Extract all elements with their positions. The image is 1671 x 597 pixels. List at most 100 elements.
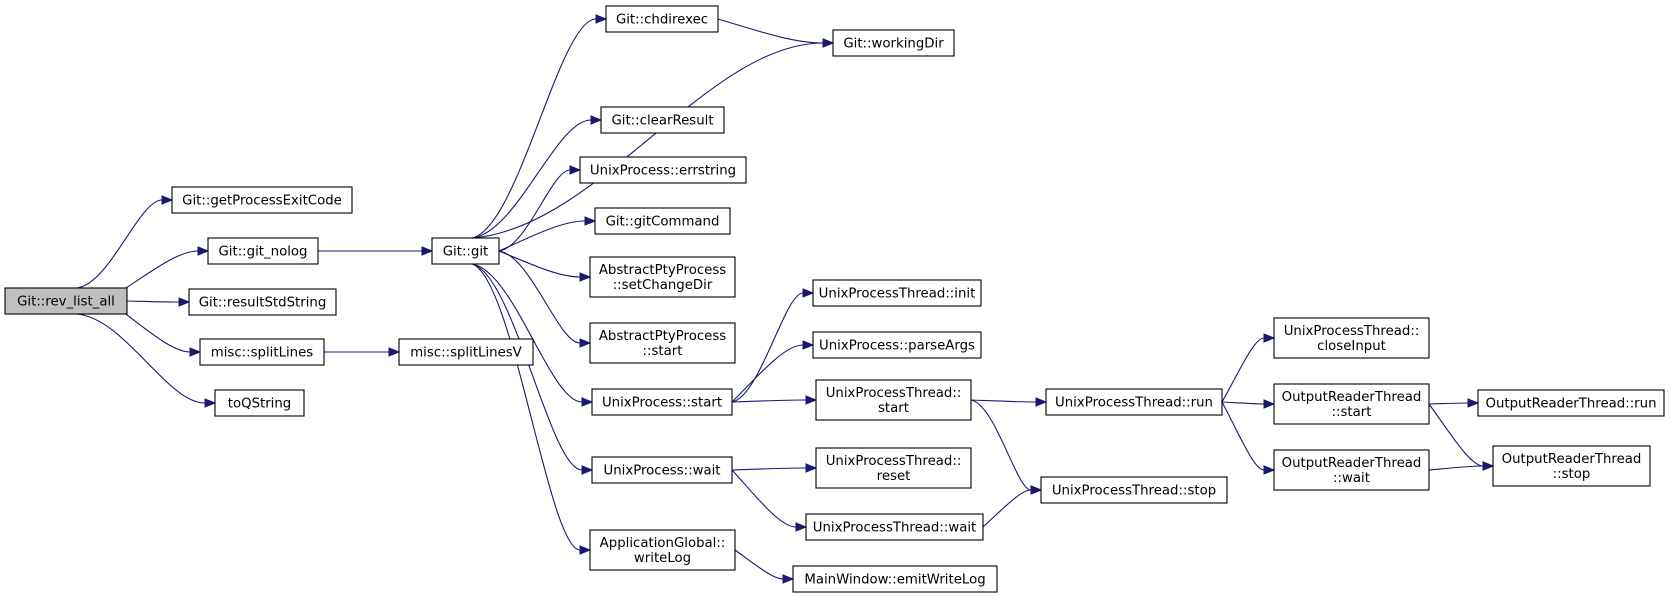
edge-line [498,250,581,278]
node-getProcessExitCode[interactable]: Git::getProcessExitCode [171,186,353,214]
node-rev_list_all[interactable]: Git::rev_list_all [4,287,128,315]
edge-arrowhead [805,395,818,405]
node-upt_stop[interactable]: UnixProcessThread::stop [1040,476,1228,504]
edge-rev_list_all-to-toQString [76,313,217,408]
edge-up_start-to-parseArgs [731,340,815,403]
edge-line [472,263,583,471]
node-label: Git::getProcessExitCode [182,194,342,209]
edge-arrowhead [1482,461,1495,471]
node-git_nolog[interactable]: Git::git_nolog [207,237,319,265]
edge-arrowhead [1467,398,1480,408]
node-chdirexec[interactable]: Git::chdirexec [605,5,719,33]
edge-upt_run-to-ort_start [1221,399,1276,409]
node-git[interactable]: Git::git [431,237,500,265]
edge-git-to-gitCommand [498,216,597,252]
node-ort_run[interactable]: OutputReaderThread::run [1477,389,1665,417]
node-label: Git::gitCommand [606,215,720,230]
node-upt_init[interactable]: UnixProcessThread::init [812,279,982,307]
node-label: misc::splitLines [211,346,314,361]
edge-git-to-writeLog [472,263,592,555]
edge-arrowhead [579,272,592,282]
node-box [1492,445,1651,487]
node-upt_start[interactable]: UnixProcessThread::start [815,379,972,421]
node-label: Git::rev_list_all [17,295,115,310]
node-box [591,456,733,484]
edge-arrowhead [802,288,815,298]
edge-upt_run-to-ort_wait [1221,401,1276,475]
node-label: reset [877,469,911,484]
node-label: writeLog [634,551,691,566]
edge-line [122,311,191,353]
node-label: OutputReaderThread [1282,390,1422,405]
node-ort_start[interactable]: OutputReaderThread::start [1273,383,1430,425]
edge-arrowhead [161,195,174,205]
node-splitLinesV[interactable]: misc::splitLinesV [398,338,534,366]
edge-up_start-to-upt_start [731,395,818,405]
edge-line [498,250,581,344]
node-gitCommand[interactable]: Git::gitCommand [594,207,731,235]
node-parseArgs[interactable]: UnixProcess::parseArgs [812,331,982,359]
node-box [812,279,982,307]
node-toQString[interactable]: toQString [214,389,305,417]
edge-upt_start-to-upt_run [970,397,1048,407]
edge-line [498,220,586,252]
node-emitWriteLog[interactable]: MainWindow::emitWriteLog [792,565,998,593]
edge-line [76,313,206,404]
node-errstring[interactable]: UnixProcess::errstring [579,156,747,184]
edge-line [1428,402,1469,405]
edge-rev_list_all-to-git_nolog [122,246,210,291]
node-box [600,106,725,134]
node-closeInput[interactable]: UnixProcessThread::closeInput [1273,317,1430,359]
node-label: ApplicationGlobal:: [600,536,726,551]
node-upt_wait[interactable]: UnixProcessThread::wait [805,513,984,541]
node-label: ::stop [1553,467,1591,482]
node-box [398,338,534,366]
node-label: closeInput [1317,339,1386,354]
edge-up_wait-to-upt_wait [731,469,808,532]
edge-arrowhead [1263,465,1276,475]
node-box [1045,388,1223,416]
edge-line [498,169,571,252]
edge-line [970,399,1032,491]
node-box [589,256,736,298]
edge-arrowhead [178,297,191,307]
edge-arrowhead [579,338,592,348]
node-splitLines[interactable]: misc::splitLines [199,338,325,366]
edge-arrowhead [1263,399,1276,409]
node-box [171,186,353,214]
node-ort_stop[interactable]: OutputReaderThread::stop [1492,445,1651,487]
node-upt_run[interactable]: UnixProcessThread::run [1045,388,1223,416]
node-up_start[interactable]: UnixProcess::start [591,388,733,416]
node-box [591,388,733,416]
node-box [605,5,719,33]
node-label: OutputReaderThread::run [1485,397,1656,412]
edge-line [731,467,807,471]
node-setChangeDir[interactable]: AbstractPtyProcess::setChangeDir [589,256,736,298]
edge-chdirexec-to-workingDir [717,18,835,48]
node-label: UnixProcessThread:: [826,454,962,469]
node-up_wait[interactable]: UnixProcess::wait [591,456,733,484]
edge-arrowhead [595,14,608,24]
edge-git-to-setChangeDir [498,250,592,282]
node-label: OutputReaderThread [1282,456,1422,471]
edge-line [717,18,824,44]
node-label: UnixProcessThread:: [1284,324,1420,339]
edge-up_start-to-upt_init [731,288,815,403]
node-writeLog[interactable]: ApplicationGlobal::writeLog [589,529,736,571]
node-box [431,237,500,265]
node-resultStdString[interactable]: Git::resultStdString [188,288,337,316]
node-ort_wait[interactable]: OutputReaderThread::wait [1273,449,1430,491]
node-label: ::wait [1333,471,1370,486]
node-apt_start[interactable]: AbstractPtyProcess::start [589,322,736,364]
node-label: toQString [228,397,292,412]
node-clearResult[interactable]: Git::clearResult [600,106,725,134]
node-label: UnixProcessThread:: [826,386,962,401]
edge-arrowhead [822,38,835,48]
node-label: UnixProcess::wait [603,464,720,479]
edge-line [731,469,797,528]
node-upt_reset[interactable]: UnixProcessThread::reset [815,447,972,489]
edge-git-to-up_wait [472,263,594,475]
node-box [207,237,319,265]
node-workingDir[interactable]: Git::workingDir [832,29,955,57]
node-label: UnixProcess::parseArgs [819,339,975,354]
